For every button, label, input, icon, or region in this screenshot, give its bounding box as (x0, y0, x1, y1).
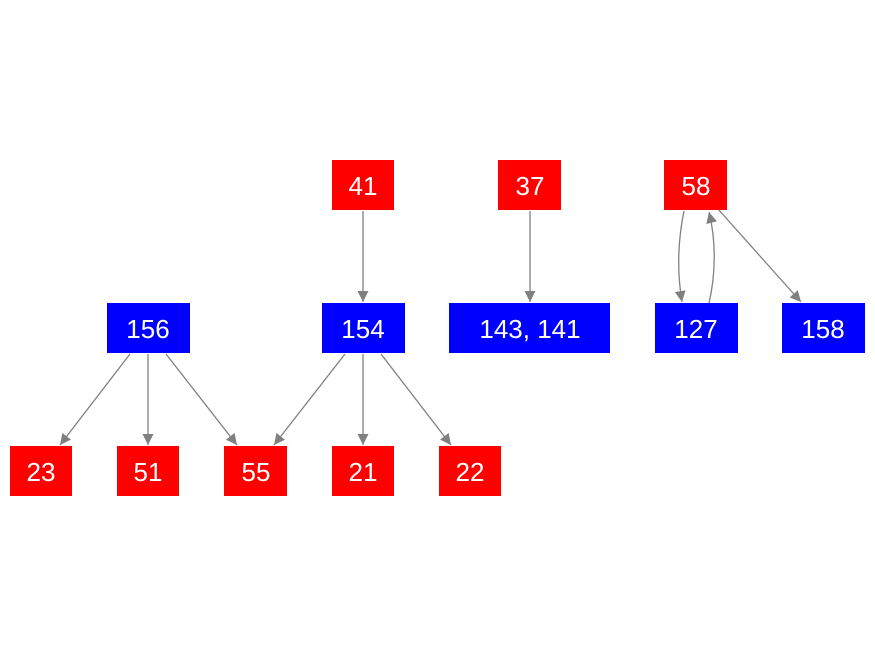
node-label: 143, 141 (479, 314, 580, 344)
node-box (498, 160, 561, 210)
node-box (439, 446, 501, 496)
node-154: 154 (322, 303, 405, 353)
node-58: 58 (664, 160, 727, 210)
node-156: 156 (107, 303, 190, 353)
edge-156-to-55 (165, 353, 238, 446)
edge-154-to-22 (380, 353, 452, 446)
node-box (782, 303, 865, 353)
node-label: 154 (341, 314, 384, 344)
node-55: 55 (224, 446, 287, 496)
node-box (449, 303, 610, 353)
edge-154-to-55 (273, 353, 346, 446)
node-143-141: 143, 141 (449, 303, 610, 353)
edge-127-to-58 (706, 211, 718, 304)
node-23: 23 (10, 446, 72, 496)
node-label: 51 (134, 457, 163, 487)
node-41: 41 (332, 160, 394, 210)
node-label: 22 (456, 457, 485, 487)
node-box (10, 446, 72, 496)
node-box (224, 446, 287, 496)
node-box (332, 446, 394, 496)
node-box (117, 446, 179, 496)
edge-58-to-127 (674, 210, 686, 303)
node-box (655, 303, 738, 353)
node-box (664, 160, 727, 210)
node-label: 58 (682, 171, 711, 201)
node-box (332, 160, 394, 210)
node-21: 21 (332, 446, 394, 496)
node-22: 22 (439, 446, 501, 496)
edge-layer (59, 208, 802, 446)
node-158: 158 (782, 303, 865, 353)
node-layer: 41 37 58 156 154 143, 141 127 158 (10, 160, 865, 496)
node-37: 37 (498, 160, 561, 210)
node-127: 127 (655, 303, 738, 353)
edge-58-to-158 (717, 208, 802, 303)
node-label: 21 (349, 457, 378, 487)
node-label: 23 (27, 457, 56, 487)
node-label: 41 (349, 171, 378, 201)
node-label: 127 (674, 314, 717, 344)
node-label: 37 (516, 171, 545, 201)
node-label: 156 (126, 314, 169, 344)
edge-156-to-23 (59, 353, 131, 446)
node-label: 158 (801, 314, 844, 344)
node-box (107, 303, 190, 353)
node-box (322, 303, 405, 353)
node-label: 55 (242, 457, 271, 487)
node-51: 51 (117, 446, 179, 496)
